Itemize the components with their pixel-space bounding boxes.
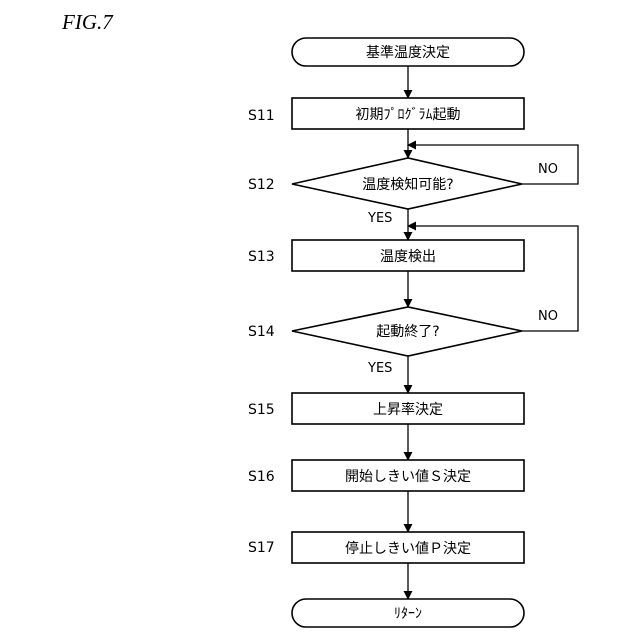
node-end-terminal: ﾘﾀｰﾝ [292, 599, 524, 627]
step-label-s16: S16 [248, 469, 275, 485]
node-s14-decision: S14 起動終了? [248, 307, 522, 356]
edge-label-s14-no: NO [538, 309, 558, 324]
step-label-s17: S17 [248, 540, 275, 556]
edge-label-s12-yes: YES [367, 211, 392, 226]
step-label-s12: S12 [248, 177, 275, 193]
step-label-s13: S13 [248, 249, 275, 265]
node-s17-text: 停止しきい値Ｐ決定 [345, 540, 471, 557]
node-s12-text: 温度検知可能? [362, 176, 453, 193]
node-s17-process: S17 停止しきい値Ｐ決定 [248, 532, 524, 563]
edge-label-s14-yes: YES [367, 361, 392, 376]
node-s12-decision: S12 温度検知可能? [248, 158, 522, 209]
step-label-s15: S15 [248, 402, 275, 418]
node-s15-text: 上昇率決定 [373, 401, 443, 418]
edge-label-s12-no: NO [538, 162, 558, 177]
node-s15-process: S15 上昇率決定 [248, 393, 524, 424]
node-s16-process: S16 開始しきい値Ｓ決定 [248, 460, 524, 491]
node-s13-process: S13 温度検出 [248, 240, 524, 271]
node-s14-text: 起動終了? [376, 324, 439, 340]
node-start-text: 基準温度決定 [366, 44, 450, 61]
node-s11-process: S11 初期ﾌﾟﾛｸﾞﾗﾑ起動 [248, 98, 524, 129]
node-end-text: ﾘﾀｰﾝ [394, 606, 422, 622]
node-start-terminal: 基準温度決定 [292, 38, 524, 66]
node-s11-text: 初期ﾌﾟﾛｸﾞﾗﾑ起動 [356, 106, 461, 123]
figure-title: FIG.7 [61, 10, 114, 34]
step-label-s14: S14 [248, 324, 275, 340]
node-s13-text: 温度検出 [380, 249, 436, 265]
step-label-s11: S11 [248, 108, 275, 124]
node-s16-text: 開始しきい値Ｓ決定 [345, 469, 471, 485]
